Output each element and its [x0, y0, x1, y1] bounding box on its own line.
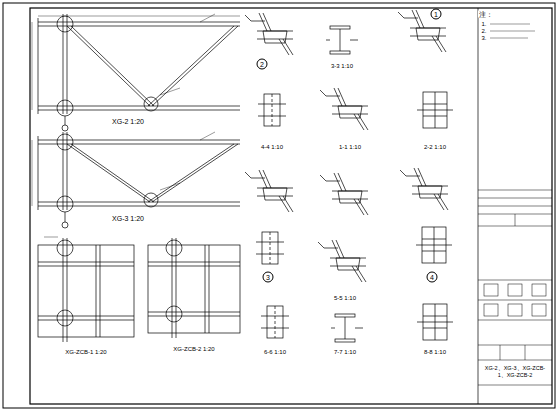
drawing-label: 3.	[480, 35, 487, 42]
drawing-label: XG-ZCB-2 1:20	[172, 346, 215, 353]
drawing-label: 6-6 1:10	[263, 349, 287, 356]
drawing-label: 8-8 1:10	[423, 349, 447, 356]
drawing-label: 2.	[480, 28, 487, 35]
drawing-label: 1.	[480, 21, 487, 28]
drawing-label: XG-2、XG-3、XG-ZCB-1、XG-ZCB-2	[480, 365, 550, 379]
callout-number: 3	[263, 272, 274, 283]
drawing-label: 5-5 1:10	[333, 295, 357, 302]
drawing-label: XG-2 1:20	[111, 118, 145, 125]
drawing-label: XG-ZCB-1 1:20	[64, 349, 107, 356]
drawing-label: 2-2 1:10	[423, 144, 447, 151]
drawing-label: 注：	[478, 11, 494, 18]
drawing-label: 1-1 1:10	[338, 144, 362, 151]
callout-number: 4	[427, 272, 438, 283]
drawing-label: 3-3 1:10	[330, 63, 354, 70]
callout-number: 2	[257, 59, 268, 70]
drawing-label: XG-3 1:20	[111, 215, 145, 222]
drawing-label: 7-7 1:10	[333, 349, 357, 356]
callout-number: 1	[431, 9, 442, 20]
drawing-label: 4-4 1:10	[260, 144, 284, 151]
